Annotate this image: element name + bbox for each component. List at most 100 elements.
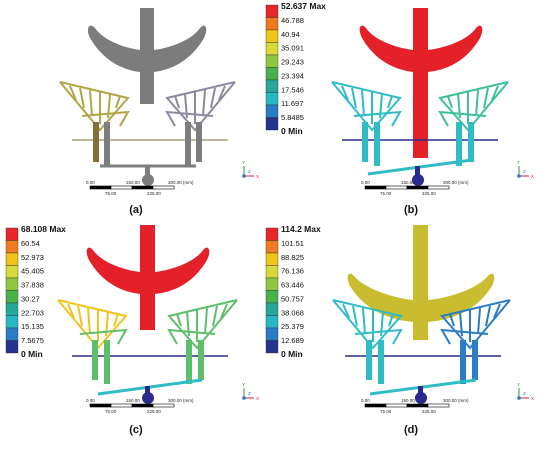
legend-swatch xyxy=(265,92,279,106)
pivot-ball xyxy=(142,392,154,404)
triad-z-label: Z xyxy=(523,169,526,174)
legend-tick-label: 29.243 xyxy=(281,58,304,67)
triad-z-label: Z xyxy=(248,391,251,396)
legend-tick-label: 46.788 xyxy=(281,16,304,25)
scale-segment xyxy=(110,403,133,408)
scale-tick-label: 0.00 xyxy=(86,180,95,185)
legend-swatch xyxy=(265,227,279,241)
scale-segment xyxy=(385,185,408,190)
scale-tick-label: 150.00 xyxy=(401,180,415,185)
fork-part xyxy=(359,8,483,158)
panel-b xyxy=(331,8,509,188)
legend-tick-label: 23.394 xyxy=(281,71,304,80)
triad-y-label: Y xyxy=(242,160,245,165)
legend-swatch xyxy=(265,315,279,329)
legend-tick-label: 40.94 xyxy=(281,30,300,39)
scale-segment xyxy=(89,185,112,190)
fork-part xyxy=(347,225,495,340)
scale-segment xyxy=(427,403,450,408)
left-truss xyxy=(332,299,403,350)
panel-d-annotations: 114.2 Max101.5188.82576.13663.44650.7573… xyxy=(265,224,534,436)
legend-max-label: 52.637 Max xyxy=(281,1,326,11)
triad-y-label: Y xyxy=(242,382,245,387)
axis-triad: YZX xyxy=(242,382,259,401)
legend-tick-label: 50.757 xyxy=(281,294,304,303)
scale-tick-label: 0.00 xyxy=(86,398,95,403)
color-legend: 52.637 Max46.78840.9435.09129.24323.3941… xyxy=(265,1,326,136)
legend-swatch xyxy=(5,252,19,266)
panel-caption: (d) xyxy=(404,424,418,436)
scale-segment xyxy=(89,403,112,408)
triad-z-label: Z xyxy=(248,169,251,174)
left-truss xyxy=(59,81,130,132)
scale-tick-label: 300.00 (mm) xyxy=(168,398,194,403)
panel-caption: (c) xyxy=(129,424,143,436)
legend-swatch xyxy=(265,79,279,93)
scale-segment xyxy=(406,403,429,408)
legend-tick-label: 38.068 xyxy=(281,308,304,317)
legend-swatch xyxy=(265,252,279,266)
panel-c xyxy=(57,225,238,406)
legend-tick-label: 45.405 xyxy=(21,267,44,276)
scale-mid-label: 225.00 xyxy=(422,409,436,414)
scale-segment xyxy=(152,185,175,190)
panel-c-annotations: 68.108 Max 60.54 52.973 45.405 37.838 30.27 22… xyxy=(5,224,259,436)
scale-segment xyxy=(152,403,175,408)
legend-tick-label: 17.546 xyxy=(281,85,304,94)
scale-segment xyxy=(131,185,154,190)
legend-swatch xyxy=(5,240,19,254)
triad-y-label: Y xyxy=(517,160,520,165)
right-truss xyxy=(438,81,509,132)
legend-swatch xyxy=(265,117,279,131)
pivot-ball xyxy=(412,174,424,186)
scale-segment xyxy=(110,185,133,190)
panel-a-annotations: 52.637 Max46.78840.9435.09129.24323.3941… xyxy=(86,1,326,216)
panel-caption: (a) xyxy=(129,204,143,216)
lever-post xyxy=(418,386,423,394)
legend-tick-label: 7.5675 xyxy=(21,336,44,345)
legend-swatch xyxy=(5,327,19,341)
pivot-ball xyxy=(142,174,154,186)
legend-swatch xyxy=(265,104,279,118)
legend-swatch xyxy=(5,302,19,316)
legs xyxy=(362,122,474,166)
scale-tick-label: 0.00 xyxy=(361,398,370,403)
scale-segment xyxy=(131,403,154,408)
legend-min-label: 0 Min xyxy=(281,349,303,359)
legend-max-label: 68.108 Max xyxy=(21,224,66,234)
panel-d xyxy=(332,225,511,406)
legend-tick-label: 52.973 xyxy=(21,253,44,262)
legs xyxy=(366,340,478,384)
lever-post xyxy=(145,166,150,176)
legs xyxy=(93,122,202,166)
legend-min-label: 0 Min xyxy=(281,126,303,136)
legend-tick-label: 60.54 xyxy=(21,239,40,248)
scale-segment xyxy=(406,185,429,190)
triad-x-label: X xyxy=(256,396,259,401)
legend-tick-label: 30.27 xyxy=(21,294,40,303)
color-legend: 68.108 Max 60.54 52.973 45.405 37.838 30.27 22… xyxy=(5,224,66,359)
annotation-layer: 52.637 Max46.78840.9435.09129.24323.3941… xyxy=(5,1,534,436)
scale-segment xyxy=(364,185,387,190)
legs xyxy=(92,340,204,384)
fork-part xyxy=(87,8,207,104)
scale-tick-label: 0.00 xyxy=(361,180,370,185)
left-truss xyxy=(57,299,128,350)
legend-tick-label: 22.703 xyxy=(21,308,44,317)
legend-swatch xyxy=(5,277,19,291)
legend-tick-label: 63.446 xyxy=(281,281,304,290)
scale-tick-label: 300.00 (mm) xyxy=(168,180,194,185)
legend-tick-label: 15.135 xyxy=(21,322,44,331)
lever-post xyxy=(145,386,150,394)
panel-caption: (b) xyxy=(404,204,418,216)
legend-swatch xyxy=(5,290,19,304)
scale-segment xyxy=(427,185,450,190)
legend-swatch xyxy=(265,240,279,254)
scale-mid-label: 75.00 xyxy=(380,409,392,414)
legend-tick-label: 37.838 xyxy=(21,281,44,290)
legend-min-label: 0 Min xyxy=(21,349,43,359)
